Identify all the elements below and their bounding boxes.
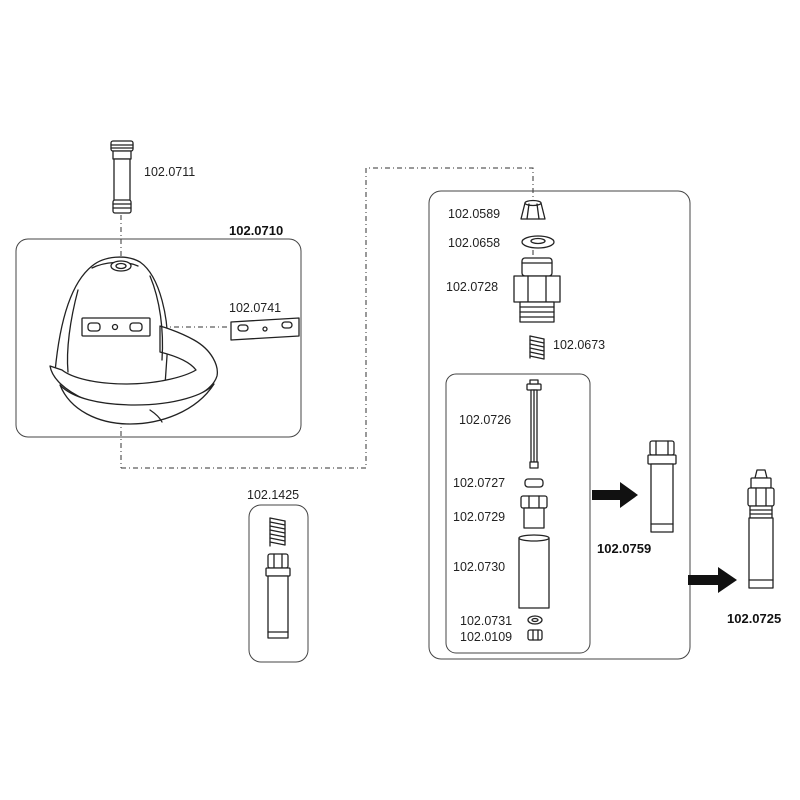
label-102-0730: 102.0730 <box>453 560 505 574</box>
label-102-0727: 102.0727 <box>453 476 505 490</box>
box-bowl-assembly <box>15 238 302 438</box>
assembled-insert-part <box>647 440 677 533</box>
washer-part <box>521 235 555 249</box>
label-102-0741: 102.0741 <box>229 301 281 315</box>
full-valve-part <box>747 469 775 589</box>
label-102-1425: 102.1425 <box>247 488 299 502</box>
label-102-0759: 102.0759 <box>597 541 651 556</box>
label-102-0728: 102.0728 <box>446 280 498 294</box>
tube-part <box>518 534 550 609</box>
box-inner-valve <box>445 373 591 654</box>
box-valve-kit <box>248 504 309 663</box>
o-ring-part <box>524 478 544 488</box>
label-102-0673: 102.0673 <box>553 338 605 352</box>
label-102-0711: 102.0711 <box>144 165 195 179</box>
label-102-0589: 102.0589 <box>448 207 500 221</box>
spring-part <box>529 335 545 360</box>
cap-nut-part <box>520 199 546 220</box>
label-102-0109: 102.0109 <box>460 630 512 644</box>
drinking-bowl-part <box>49 256 218 425</box>
label-102-0725: 102.0725 <box>727 611 781 626</box>
small-nut-part <box>527 629 543 641</box>
arrow-icon <box>688 567 737 593</box>
label-102-0658: 102.0658 <box>448 236 500 250</box>
valve-stem-part <box>526 379 542 469</box>
box-valve-assembly <box>428 190 691 660</box>
label-102-0726: 102.0726 <box>459 413 511 427</box>
label-102-0731: 102.0731 <box>460 614 512 628</box>
valve-body-part <box>513 257 561 323</box>
label-102-0729: 102.0729 <box>453 510 505 524</box>
valve-kit-part <box>265 517 291 639</box>
label-102-0710: 102.0710 <box>229 223 283 238</box>
hex-nut-part <box>520 495 548 529</box>
small-ring-part <box>527 615 543 625</box>
mounting-plate-part <box>230 317 300 341</box>
pipe-nipple-part <box>110 140 134 214</box>
arrow-icon <box>592 482 638 508</box>
